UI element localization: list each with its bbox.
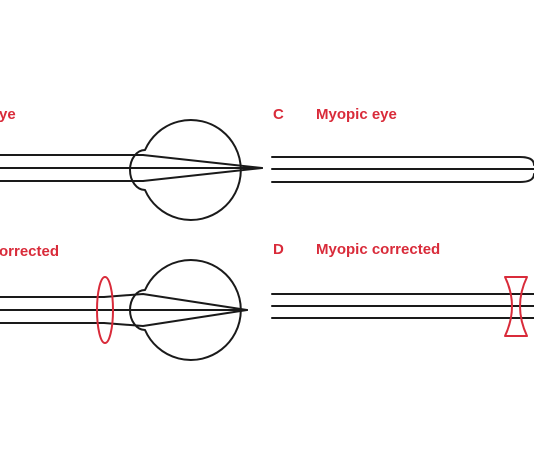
refracted-ray-bottom bbox=[103, 309, 248, 327]
panel-d-myopic-corrected-diagram bbox=[271, 276, 534, 337]
panel-c-letter: C bbox=[273, 106, 284, 123]
refracted-ray-top bbox=[103, 293, 248, 311]
refracted-ray-top bbox=[142, 154, 263, 169]
ray-bottom bbox=[271, 173, 534, 183]
panel-c-title: Myopic eye bbox=[316, 106, 397, 123]
panel-b-corrected-diagram bbox=[0, 259, 248, 361]
eyeball-outline bbox=[129, 259, 242, 361]
panel-d-letter: D bbox=[273, 241, 284, 258]
panel-b-eye-diagram bbox=[0, 119, 263, 221]
ray-top bbox=[271, 156, 534, 166]
panel-c-myopic-diagram bbox=[271, 156, 534, 183]
panel-b-title: ye bbox=[0, 106, 16, 123]
convex-lens bbox=[96, 276, 114, 344]
panel-d-title: Myopic corrected bbox=[316, 241, 441, 258]
concave-lens bbox=[504, 276, 528, 337]
eyeball-outline bbox=[129, 119, 242, 221]
panel-b-corrected-title: orrected bbox=[0, 243, 60, 260]
refracted-ray-bottom bbox=[142, 167, 263, 182]
